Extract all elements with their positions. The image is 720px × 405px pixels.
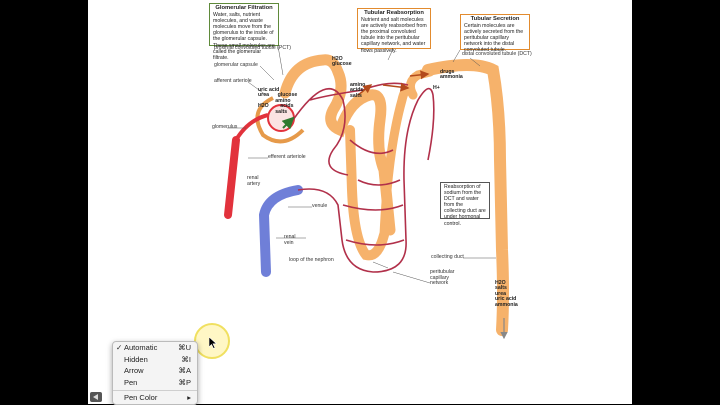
tubular-reabsorption-box: Tubular Reabsorption Nutrient and salt m… bbox=[357, 8, 431, 54]
menu-item-label: Pen bbox=[124, 377, 138, 387]
tubular-secretion-box: Tubular Secretion Certain molecules are … bbox=[460, 14, 530, 54]
glomerular-filtration-text: Water, salts, nutrient molecules, and wa… bbox=[213, 12, 275, 61]
menu-item-hidden[interactable]: Hidden ⌘I bbox=[113, 354, 197, 366]
menu-item-shortcut: ⌘U bbox=[178, 343, 191, 352]
checkmark-icon: ✓ bbox=[116, 343, 123, 352]
label-venule: venule bbox=[312, 203, 328, 209]
proximal-convoluted-tubule bbox=[279, 54, 396, 236]
nephron-diagram bbox=[224, 45, 509, 340]
tubular-reabsorption-text: Nutrient and salt molecules are actively… bbox=[361, 17, 427, 54]
back-arrow-icon[interactable] bbox=[90, 392, 102, 402]
transport-arrow-1 bbox=[382, 82, 410, 92]
peritubular-capillary-network bbox=[292, 82, 435, 273]
label-renal-vein: renal vein bbox=[284, 234, 296, 246]
label-efferent-arteriole: efferent arteriole bbox=[268, 154, 306, 160]
menu-item-arrow[interactable]: Arrow ⌘A bbox=[113, 365, 197, 377]
menu-item-shortcut: ⌘I bbox=[181, 354, 191, 364]
label-peritubular-network: peritubular capillary network bbox=[430, 269, 455, 287]
transport-arrow-2 bbox=[409, 70, 430, 80]
tubular-reabsorption-title: Tubular Reabsorption bbox=[364, 10, 424, 16]
label-dct: distal convoluted tubule (DCT) bbox=[462, 51, 532, 57]
glomerulus-molecules: uric acid urea glucose amino H2O acids s… bbox=[258, 87, 298, 115]
label-glomerulus: glomerulus bbox=[212, 124, 238, 130]
transport-arrow-3 bbox=[281, 116, 295, 130]
menu-separator bbox=[113, 390, 197, 391]
menu-item-label: Pen Color bbox=[124, 393, 158, 402]
menu-item-pen[interactable]: Pen ⌘P bbox=[113, 377, 197, 389]
menu-item-shortcut: ⌘P bbox=[178, 377, 191, 387]
dct-drugs-molecules: drugs ammonia bbox=[440, 69, 463, 81]
ascending-limb bbox=[379, 85, 418, 240]
label-loop-of-the-nephron: loop of the nephron bbox=[289, 257, 334, 263]
afferent-arteriole bbox=[234, 113, 269, 142]
mouse-pointer-icon bbox=[209, 337, 218, 349]
label-renal-artery: renal artery bbox=[247, 175, 261, 187]
glomerular-filtration-title: Glomerular Filtration bbox=[215, 5, 273, 11]
pct-top-molecules: H2O glucose bbox=[332, 56, 352, 68]
glomerular-filtration-box: Glomerular Filtration Water, salts, nutr… bbox=[209, 3, 279, 61]
menu-item-pen-color[interactable]: Pen Color ▸ bbox=[113, 392, 197, 404]
chevron-right-icon: ▸ bbox=[187, 393, 191, 402]
menu-item-label: Arrow bbox=[124, 366, 144, 375]
label-pct: proximal convoluted tubule (PCT) bbox=[214, 45, 291, 51]
menu-item-label: Automatic bbox=[124, 343, 158, 352]
label-glomerular-capsule: glomerular capsule bbox=[214, 62, 258, 68]
sodium-reabsorption-text: Reabsorption of sodium from the DCT and … bbox=[444, 184, 486, 227]
renal-vein bbox=[258, 185, 303, 277]
dct-hydrogen: H+ bbox=[433, 85, 440, 91]
menu-item-label: Hidden bbox=[124, 354, 148, 364]
tubular-secretion-title: Tubular Secretion bbox=[470, 16, 520, 22]
duct-molecules: H2O salts urea uric acid ammonia bbox=[495, 280, 518, 308]
renal-artery bbox=[224, 136, 240, 219]
pct-mid-molecules: amino acids salts bbox=[350, 82, 366, 99]
slide-canvas: Glomerular Filtration Water, salts, nutr… bbox=[88, 0, 632, 404]
label-afferent-arteriole: afferent arteriole bbox=[214, 78, 252, 84]
glomerular-capsule bbox=[255, 96, 305, 144]
menu-item-automatic[interactable]: ✓ Automatic ⌘U bbox=[113, 342, 197, 354]
sodium-reabsorption-box: Reabsorption of sodium from the DCT and … bbox=[440, 182, 490, 227]
tubular-secretion-text: Certain molecules are actively secreted … bbox=[464, 23, 524, 54]
leader-lines bbox=[227, 45, 496, 284]
pointer-options-menu[interactable]: ✓ Automatic ⌘U Hidden ⌘I Arrow ⌘A Pen ⌘P… bbox=[112, 341, 198, 405]
label-collecting-duct: collecting duct bbox=[431, 254, 464, 260]
menu-item-shortcut: ⌘A bbox=[178, 366, 191, 375]
collecting-duct bbox=[422, 59, 509, 336]
transport-arrow-4 bbox=[357, 84, 373, 96]
pointer-highlight bbox=[194, 323, 230, 359]
